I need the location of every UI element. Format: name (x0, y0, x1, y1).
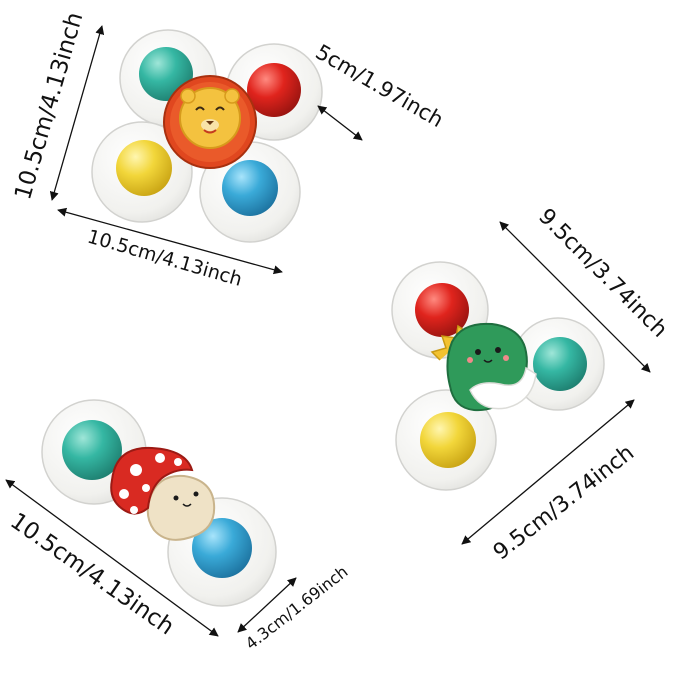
yellow-ball (116, 140, 172, 196)
mushroom-cup-arrow (237, 577, 297, 633)
lion-height-label: 10.5cm/4.13inch (10, 10, 88, 203)
lion-width-label: 10.5cm/4.13inch (85, 226, 245, 291)
lion-height-arrow (49, 25, 105, 201)
dino-top-arrow (499, 221, 651, 373)
teal-ball (62, 420, 122, 480)
lion-cup-arrow (317, 105, 363, 141)
dimension-arrows (5, 25, 651, 637)
lion-width-arrow (57, 207, 283, 275)
teal-ball (533, 337, 587, 391)
red-ball (415, 283, 469, 337)
mushroom-face (110, 446, 216, 541)
dinosaur-spinner (391, 261, 605, 491)
lion-spinner (91, 29, 323, 243)
yellow-ball (420, 412, 476, 468)
lion-face (163, 75, 257, 169)
dino-bottom-arrow (461, 399, 635, 545)
red-ball (247, 63, 301, 117)
lion-cup-label: 5cm/1.97inch (311, 40, 447, 132)
mushroom-length-arrow (5, 479, 219, 637)
blue-ball (222, 160, 278, 216)
